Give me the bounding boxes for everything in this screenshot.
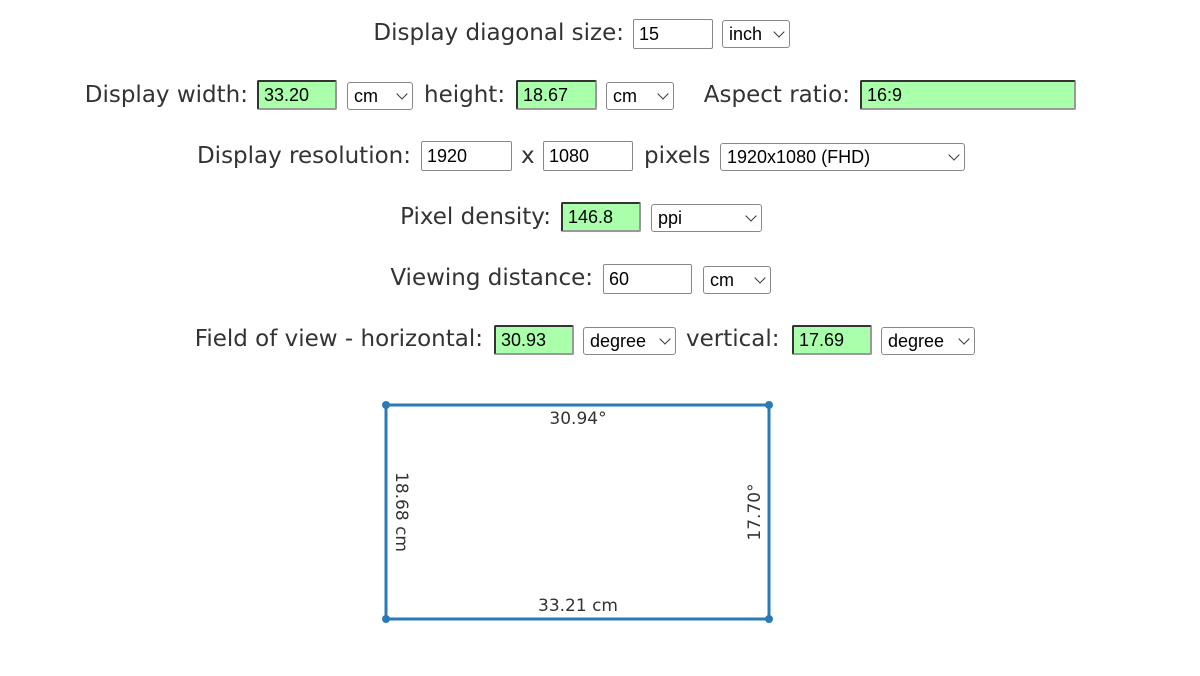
fov-horizontal-label: Field of view - horizontal: <box>194 326 483 352</box>
diagram-height: 18.68 cm <box>391 472 411 552</box>
resolution-label: Display resolution: <box>196 143 411 169</box>
corner-handle <box>382 401 390 409</box>
diagonal-input[interactable] <box>633 19 713 49</box>
diagonal-label: Display diagonal size: <box>373 20 624 46</box>
diagonal-unit-select[interactable]: inch <box>722 20 790 48</box>
corner-handle <box>765 401 773 409</box>
fov-horizontal-unit-select[interactable]: degree <box>583 327 676 355</box>
resolution-preset-select[interactable]: 1920x1080 (FHD) <box>720 143 965 171</box>
select-value: degree <box>590 330 647 351</box>
distance-label: Viewing distance: <box>390 265 593 291</box>
fov-horizontal-output[interactable] <box>494 325 574 355</box>
fov-vertical-unit-select[interactable]: degree <box>881 327 975 355</box>
diagram-width: 33.21 cm <box>538 596 618 616</box>
height-label: height: <box>424 82 506 108</box>
width-unit-select[interactable]: cm <box>347 82 413 110</box>
corner-handle <box>382 615 390 623</box>
pixels-label: pixels <box>644 143 711 169</box>
resolution-x-label: x <box>521 143 535 169</box>
diagram-vertical-angle: 17.70° <box>745 483 765 541</box>
height-unit-select[interactable]: cm <box>606 82 674 110</box>
density-output[interactable] <box>561 202 641 232</box>
height-output[interactable] <box>516 80 597 110</box>
corner-handle <box>765 615 773 623</box>
width-label: Display width: <box>84 82 248 108</box>
select-value: cm <box>710 269 734 290</box>
distance-input[interactable] <box>603 264 692 294</box>
select-value: degree <box>888 330 945 351</box>
width-output[interactable] <box>257 80 337 110</box>
aspect-label: Aspect ratio: <box>703 82 850 108</box>
density-unit-select[interactable]: ppi <box>651 204 762 232</box>
fov-vertical-output[interactable] <box>792 325 872 355</box>
select-value: cm <box>613 85 637 106</box>
fov-vertical-label: vertical: <box>686 326 780 352</box>
diagram-horizontal-angle: 30.94° <box>549 409 607 429</box>
select-value: 1920x1080 (FHD) <box>727 146 871 167</box>
select-value: inch <box>729 23 763 44</box>
aspect-output[interactable] <box>860 80 1076 110</box>
screen-outline <box>384 403 771 621</box>
density-label: Pixel density: <box>400 204 551 230</box>
select-value: ppi <box>658 207 683 228</box>
select-value: cm <box>354 85 378 106</box>
resolution-width-input[interactable] <box>421 141 512 171</box>
resolution-height-input[interactable] <box>543 141 633 171</box>
distance-unit-select[interactable]: cm <box>703 266 771 294</box>
